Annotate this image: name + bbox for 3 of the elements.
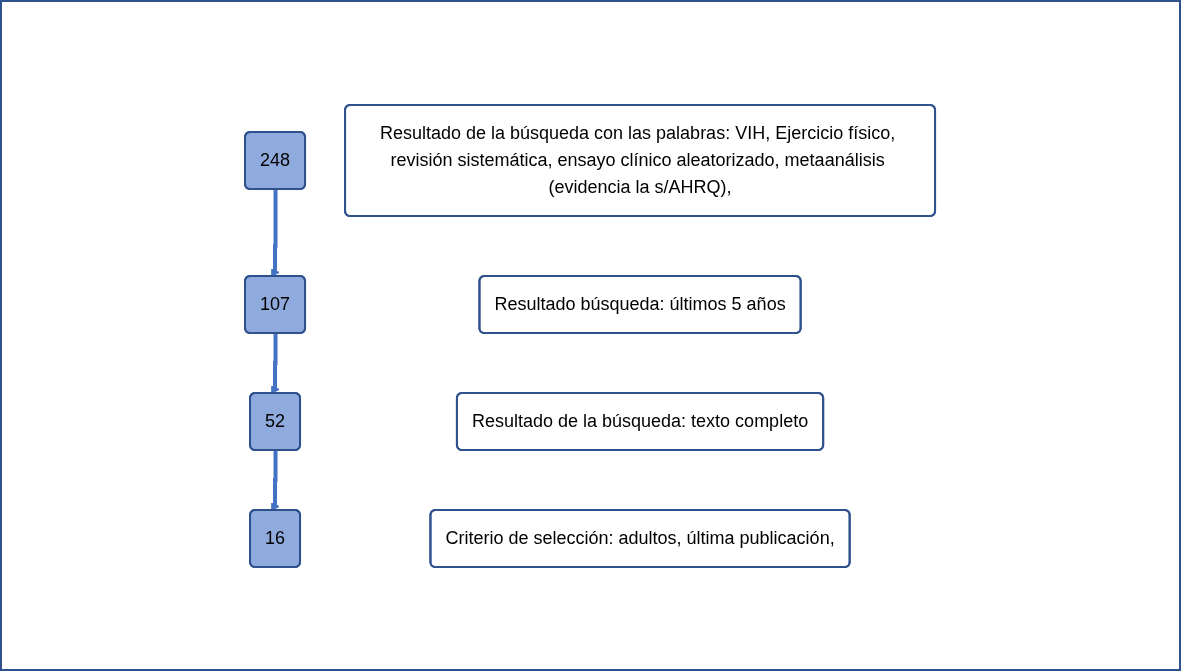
- arrow: [271, 333, 281, 394]
- arrow: [271, 450, 281, 511]
- arrow: [271, 189, 281, 277]
